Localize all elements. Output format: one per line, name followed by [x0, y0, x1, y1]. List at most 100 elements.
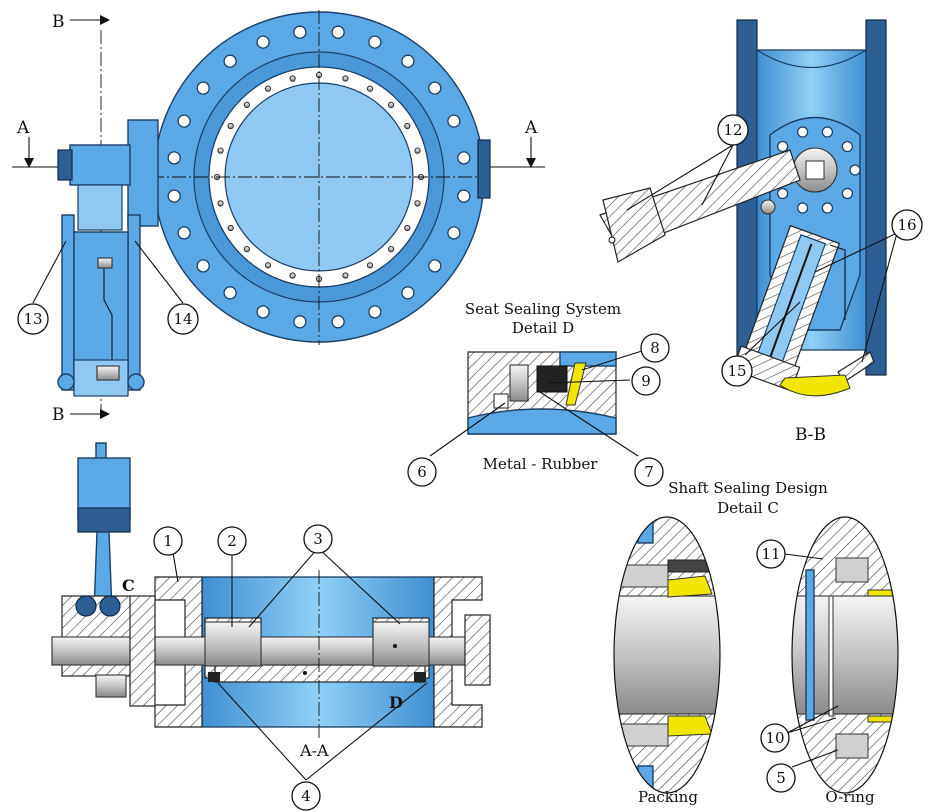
callout-10: 10	[760, 723, 790, 753]
oring-label: O-ring	[825, 788, 875, 806]
hole	[167, 151, 181, 165]
hole	[401, 286, 415, 300]
hole	[293, 25, 307, 39]
hole	[264, 85, 272, 92]
hole	[414, 147, 421, 154]
side-plate-right	[127, 214, 141, 391]
callout-12: 12	[717, 114, 749, 146]
hole	[368, 35, 382, 49]
callout-11: 11	[756, 539, 786, 569]
hole	[177, 114, 191, 128]
hole	[227, 224, 234, 232]
hole	[289, 75, 296, 82]
hole	[227, 122, 234, 130]
lever-bracket	[77, 184, 123, 231]
svg-text:12: 12	[723, 121, 742, 139]
section-a-a-view: C D A-A	[51, 442, 491, 760]
hole	[849, 164, 861, 176]
hole	[256, 35, 270, 49]
hole	[796, 202, 809, 214]
hole	[776, 140, 789, 153]
callout-2: 2	[217, 526, 247, 556]
hole	[167, 189, 181, 203]
hole	[821, 202, 834, 214]
seat-ring-screws	[213, 71, 425, 283]
hole	[331, 315, 345, 329]
section-a-right-label: A	[524, 118, 538, 138]
svg-text:7: 7	[644, 463, 654, 481]
oring-detail	[792, 517, 898, 793]
hole	[841, 140, 854, 153]
section-b-b-view: B-B	[599, 19, 887, 445]
rubber-seal	[536, 365, 568, 393]
hole	[387, 245, 395, 253]
callout-8: 8	[640, 333, 670, 363]
seat-screw	[509, 364, 529, 402]
hole	[264, 262, 272, 269]
hole	[447, 226, 461, 240]
svg-text:6: 6	[417, 463, 427, 481]
hole	[404, 224, 411, 232]
callout-3: 3	[303, 524, 333, 554]
svg-text:13: 13	[23, 310, 42, 328]
hole	[368, 305, 382, 319]
hole	[256, 305, 270, 319]
callout-15: 15	[721, 355, 753, 387]
callout-13: 13	[17, 303, 49, 335]
shaft-title-line2: Detail C	[717, 499, 779, 517]
callout-7: 7	[634, 457, 664, 487]
seat-title-line1: Seat Sealing System	[465, 300, 621, 318]
gear-housing	[69, 144, 131, 186]
section-a-left-label: A	[16, 118, 30, 138]
metal-rubber-label: Metal - Rubber	[483, 455, 599, 473]
hole	[223, 54, 237, 68]
svg-text:14: 14	[173, 310, 192, 328]
hole	[428, 259, 442, 273]
svg-text:1: 1	[163, 532, 173, 550]
section-bb-label: B-B	[795, 425, 826, 445]
packing-detail	[614, 517, 720, 793]
seat-yellow-strip	[565, 362, 587, 406]
hole	[217, 200, 224, 207]
body-flange-right	[865, 19, 887, 376]
hole	[457, 189, 471, 203]
hole	[404, 122, 411, 130]
svg-text:8: 8	[650, 339, 660, 357]
disc-web	[214, 664, 426, 683]
hole	[217, 147, 224, 154]
hole	[796, 126, 809, 138]
hole	[366, 85, 374, 92]
bearing-stub-right	[477, 139, 491, 199]
leader-lines	[32, 144, 898, 781]
packing-label: Packing	[638, 788, 698, 806]
callout-14: 14	[167, 303, 199, 335]
front-view: B B A A	[12, 10, 545, 425]
flange-bolt-holes	[167, 25, 471, 329]
hole	[428, 81, 442, 95]
svg-text:11: 11	[761, 545, 780, 563]
svg-text:4: 4	[301, 787, 311, 805]
svg-text:2: 2	[227, 532, 237, 550]
svg-text:5: 5	[776, 769, 786, 787]
section-b-top-label: B	[52, 12, 65, 32]
hole	[196, 81, 210, 95]
hole	[196, 259, 210, 273]
svg-text:15: 15	[727, 362, 746, 380]
hole	[223, 286, 237, 300]
section-b-bottom-label: B	[52, 405, 65, 425]
hole	[293, 315, 307, 329]
bearing-cap-right	[464, 614, 491, 686]
hole	[841, 187, 854, 200]
detail-c-marker: C	[122, 576, 135, 595]
hole	[366, 262, 374, 269]
neck-flange	[127, 119, 159, 227]
hole	[387, 101, 395, 109]
svg-text:3: 3	[313, 530, 323, 548]
hole	[821, 126, 834, 138]
body-flange-right-section	[433, 576, 483, 728]
shaft-end-cap	[57, 149, 73, 181]
svg-text:10: 10	[765, 729, 784, 747]
hole	[447, 114, 461, 128]
hole	[331, 25, 345, 39]
